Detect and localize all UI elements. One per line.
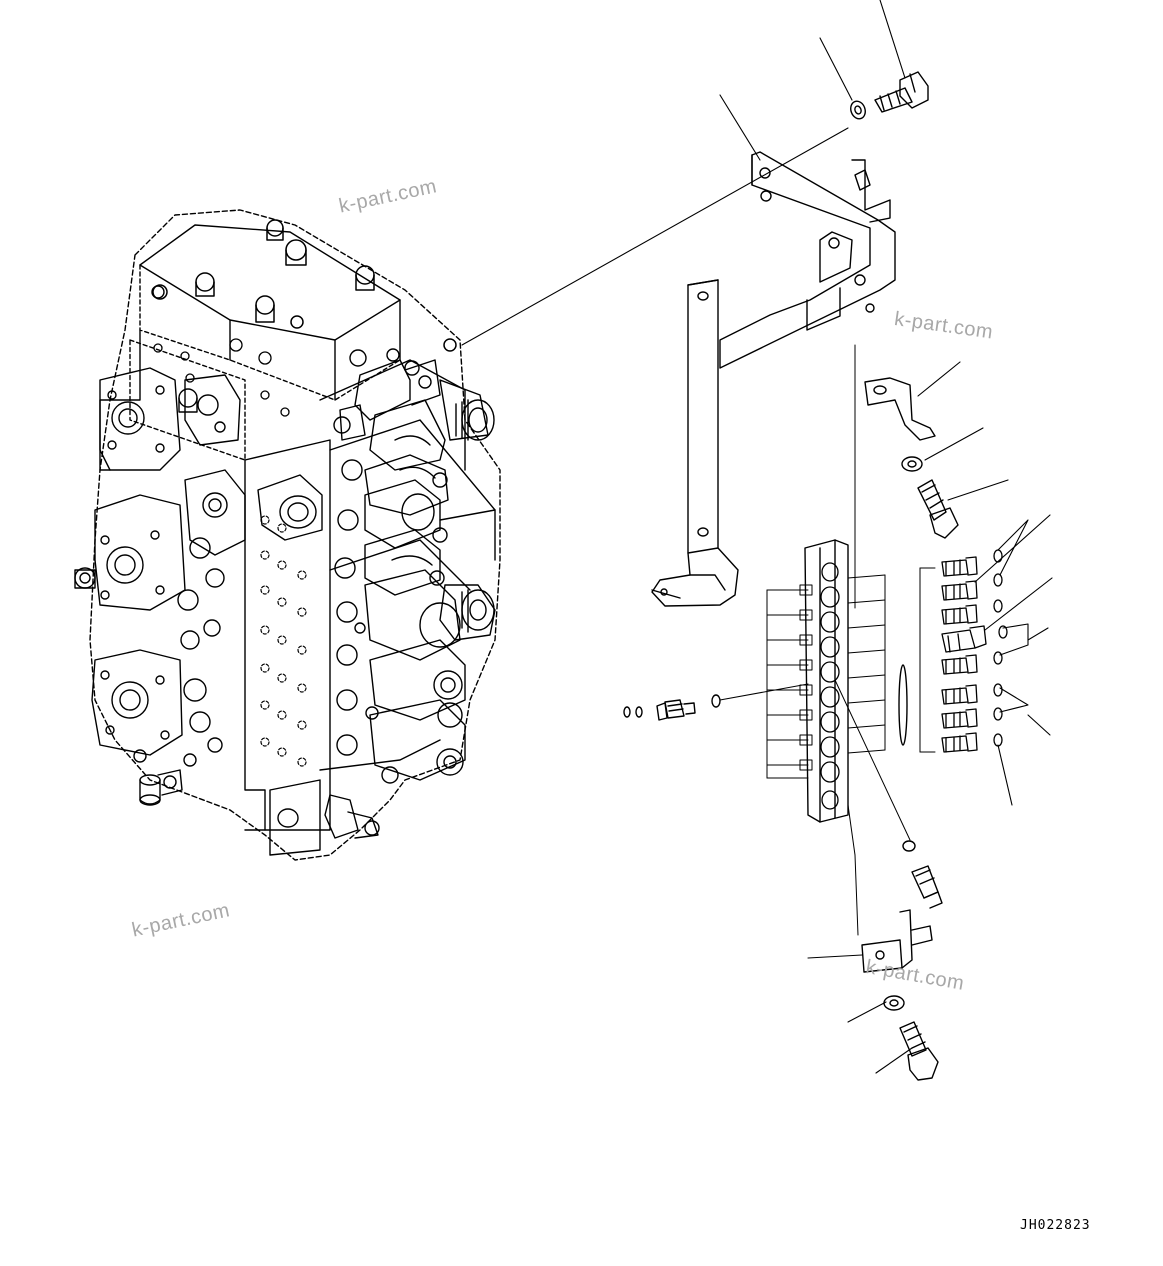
washer-lower (847, 995, 905, 1023)
drawing-code: JH022823 (1020, 1218, 1091, 1233)
bolt-mid (917, 479, 1009, 539)
pressure-switch-lower (902, 840, 943, 909)
control-valve-assembly (74, 209, 501, 861)
fittings-column-right (898, 514, 1053, 806)
washer-top (819, 37, 866, 120)
bolt-top (874, 0, 929, 113)
washer-mid (901, 427, 984, 472)
pressure-switch-block (766, 344, 911, 936)
clamp-lower (807, 909, 933, 973)
plug-left (623, 683, 809, 721)
clamp-upper (864, 361, 961, 441)
bolt-lower (875, 1021, 939, 1081)
mounting-bracket (651, 94, 896, 607)
leader-line-valve-bracket (461, 127, 849, 346)
